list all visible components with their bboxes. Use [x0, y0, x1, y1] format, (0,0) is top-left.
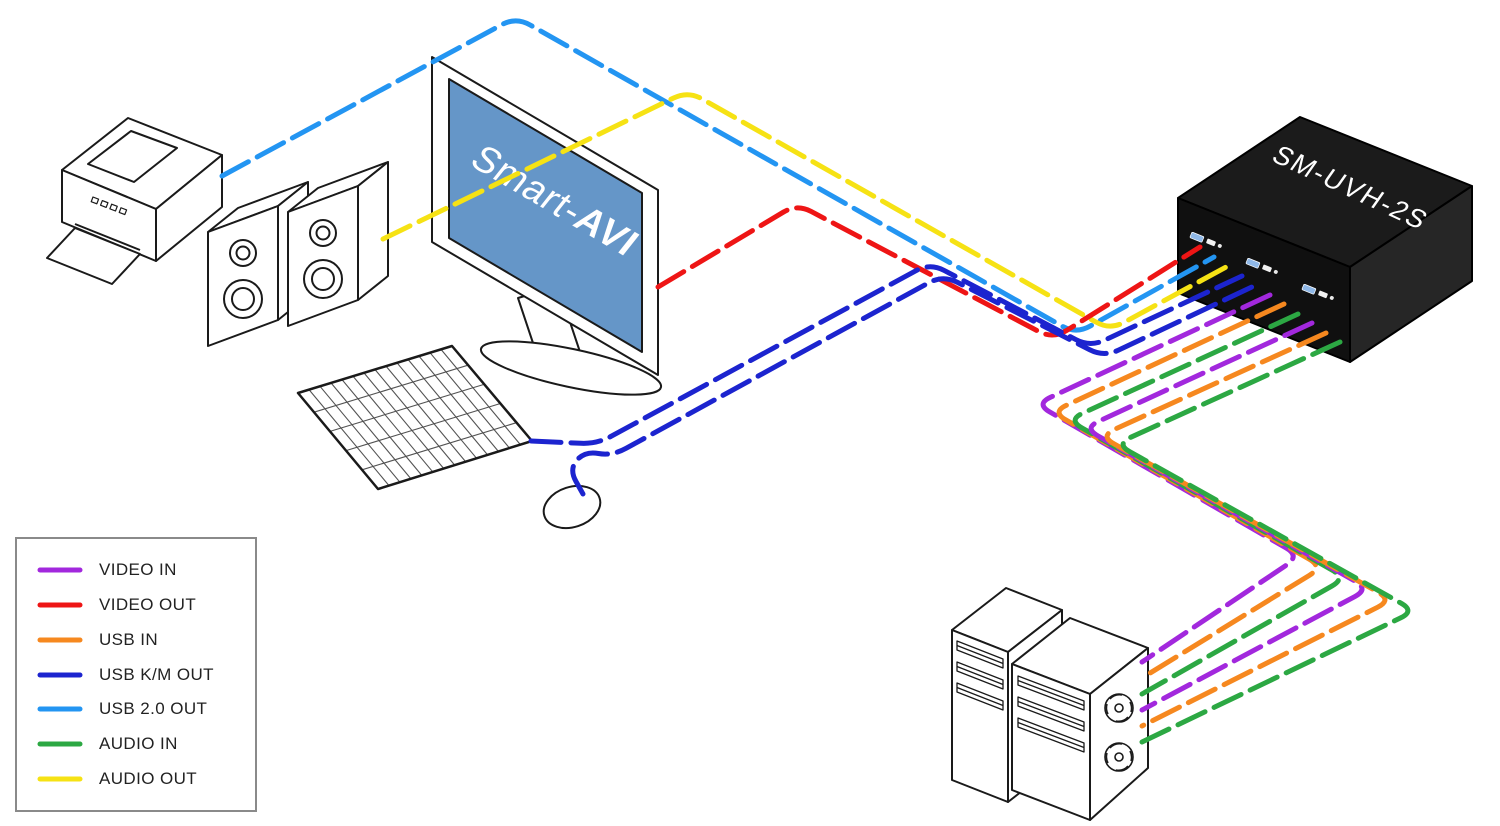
monitor-stand-base: [479, 340, 663, 396]
kvm-port-cluster: [1189, 231, 1222, 248]
keyboard-icon: [296, 344, 534, 491]
printer-buttons: [90, 196, 128, 216]
legend-label: USB IN: [99, 629, 159, 649]
legend-swatch-usb-2-out: [37, 706, 83, 712]
cable-usb-in-1: [1056, 301, 1319, 681]
legend-label: VIDEO IN: [99, 559, 177, 579]
cable-usb-2-out: [219, 18, 1217, 333]
drive-bays: [1017, 675, 1085, 753]
legend-label: AUDIO IN: [99, 734, 178, 754]
legend-item-usb-km-out: USB K/M OUT: [37, 665, 255, 685]
legend-item-video-out: VIDEO OUT: [37, 595, 255, 615]
legend-label: AUDIO OUT: [99, 769, 198, 789]
keyboard-keys: [308, 349, 522, 486]
drive-bays: [956, 640, 1004, 711]
legend-label: USB 2.0 OUT: [99, 699, 208, 719]
legend-item-usb-2-out: USB 2.0 OUT: [37, 699, 255, 719]
cable-usb-km-out-keyboard: [528, 264, 1245, 446]
printer-paper: [46, 227, 141, 285]
fan-icon: [1104, 693, 1134, 772]
mouse-icon: [542, 484, 602, 530]
cables-peripheral-side: [219, 18, 1259, 497]
legend-swatch-usb-in: [37, 637, 83, 643]
cables-computer-side: [1040, 292, 1411, 745]
kvm-right-face: [1349, 185, 1473, 363]
legend-item-audio-out: AUDIO OUT: [37, 769, 255, 789]
legend-item-video-in: VIDEO IN: [37, 560, 255, 580]
legend-label: USB K/M OUT: [99, 664, 214, 684]
legend-label: VIDEO OUT: [99, 594, 197, 614]
kvm-port-cluster: [1301, 283, 1334, 300]
kvm-switch-icon: SM-UVH-2S: [1177, 116, 1473, 363]
legend-swatch-video-out: [37, 602, 83, 608]
monitor-icon: Smart-AVI: [431, 56, 663, 396]
legend-item-usb-in: USB IN: [37, 630, 255, 650]
legend-item-audio-in: AUDIO IN: [37, 734, 255, 754]
legend-swatch-audio-in: [37, 741, 83, 747]
printer-icon: [46, 117, 223, 285]
computer-towers-icon: [951, 587, 1149, 821]
cable-usb-km-out-mouse: [570, 276, 1259, 497]
speakers-icon: [207, 161, 389, 347]
cable-audio-in-2: [1120, 339, 1411, 745]
kvm-port-cluster: [1245, 257, 1278, 274]
legend: VIDEO IN VIDEO OUT USB IN USB K/M OUT US…: [15, 537, 257, 812]
cable-audio-out: [380, 92, 1231, 329]
legend-swatch-audio-out: [37, 776, 83, 782]
legend-swatch-usb-km-out: [37, 672, 83, 677]
monitor-screen: [448, 78, 643, 353]
legend-swatch-video-in: [37, 567, 83, 573]
